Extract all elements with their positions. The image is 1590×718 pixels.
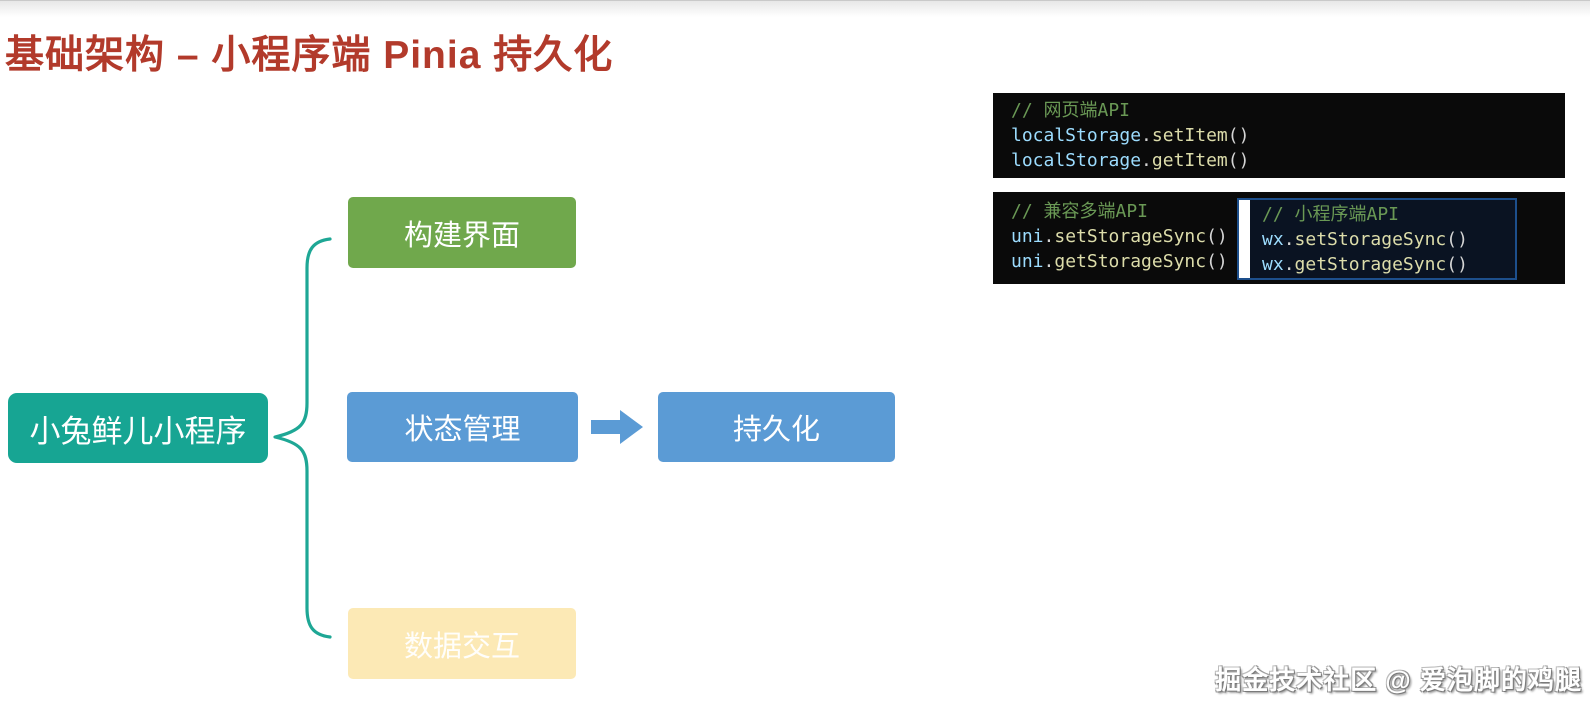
code-line-wx-get: wx.getStorageSync() [1262, 252, 1468, 277]
token-object: localStorage [1011, 150, 1142, 171]
top-edge-fade [0, 0, 1590, 17]
diagram-node-state-mgmt: 状态管理 [347, 392, 578, 462]
token-dot: . [1283, 229, 1295, 250]
token-object: uni [1011, 226, 1044, 247]
token-dot: . [1283, 254, 1295, 275]
diagram-node-persistence: 持久化 [658, 392, 895, 462]
root-node-label: 小兔鲜儿小程序 [29, 413, 247, 449]
code-line-web-get: localStorage.getItem() [1011, 148, 1565, 173]
page-title: 基础架构 – 小程序端 Pinia 持久化 [5, 34, 614, 77]
build-ui-label: 构建界面 [403, 219, 520, 252]
state-mgmt-label: 状态管理 [404, 414, 521, 446]
token-method: getStorageSync [1054, 251, 1207, 272]
code-comment-web: // 网页端API [1011, 100, 1131, 121]
diagram-node-build-ui: 构建界面 [348, 197, 576, 268]
token-parens: () [1446, 254, 1468, 275]
highlight-cursor-bar [1239, 200, 1250, 278]
token-parens: () [1206, 251, 1228, 272]
code-line-uni-get: uni.getStorageSync() [1011, 249, 1565, 274]
curly-brace [273, 237, 332, 639]
token-parens: () [1227, 125, 1250, 146]
code-comment-multi: // 兼容多端API [1011, 201, 1149, 222]
watermark: 掘金技术社区 @ 爱泡脚的鸡腿 [1215, 665, 1582, 695]
token-method: getStorageSync [1294, 254, 1447, 275]
data-interaction-label: 数据交互 [403, 630, 520, 663]
code-line-uni-set: uni.setStorageSync() [1011, 224, 1565, 249]
token-dot: . [1141, 150, 1152, 171]
token-parens: () [1206, 226, 1228, 247]
arrow-right-icon [591, 410, 643, 444]
token-dot: . [1141, 125, 1152, 146]
token-object: wx [1262, 254, 1284, 275]
token-method: setItem [1151, 125, 1228, 146]
token-object: wx [1262, 229, 1284, 250]
token-dot: . [1043, 251, 1055, 272]
diagram-root-node: 小兔鲜儿小程序 [8, 393, 268, 463]
persistence-label: 持久化 [732, 414, 820, 446]
code-block-web-api: // 网页端API localStorage.setItem() localSt… [993, 93, 1565, 178]
token-method: setStorageSync [1294, 229, 1447, 250]
token-parens: () [1446, 229, 1468, 250]
wx-api-highlight-panel: // 小程序端API wx.setStorageSync() wx.getSto… [1237, 198, 1517, 280]
token-parens: () [1227, 150, 1250, 171]
token-method: getItem [1151, 150, 1228, 171]
token-method: setStorageSync [1054, 226, 1207, 247]
diagram-node-data-interaction: 数据交互 [348, 608, 576, 679]
token-object: localStorage [1011, 125, 1142, 146]
token-object: uni [1011, 251, 1044, 272]
code-block-wx-api: // 小程序端API wx.setStorageSync() wx.getSto… [1250, 200, 1468, 278]
code-comment-wx: // 小程序端API [1262, 204, 1400, 225]
token-dot: . [1043, 226, 1055, 247]
code-block-multi-api: // 兼容多端API uni.setStorageSync() uni.getS… [993, 192, 1565, 284]
code-line-wx-set: wx.setStorageSync() [1262, 227, 1468, 252]
code-line-web-set: localStorage.setItem() [1011, 123, 1565, 148]
